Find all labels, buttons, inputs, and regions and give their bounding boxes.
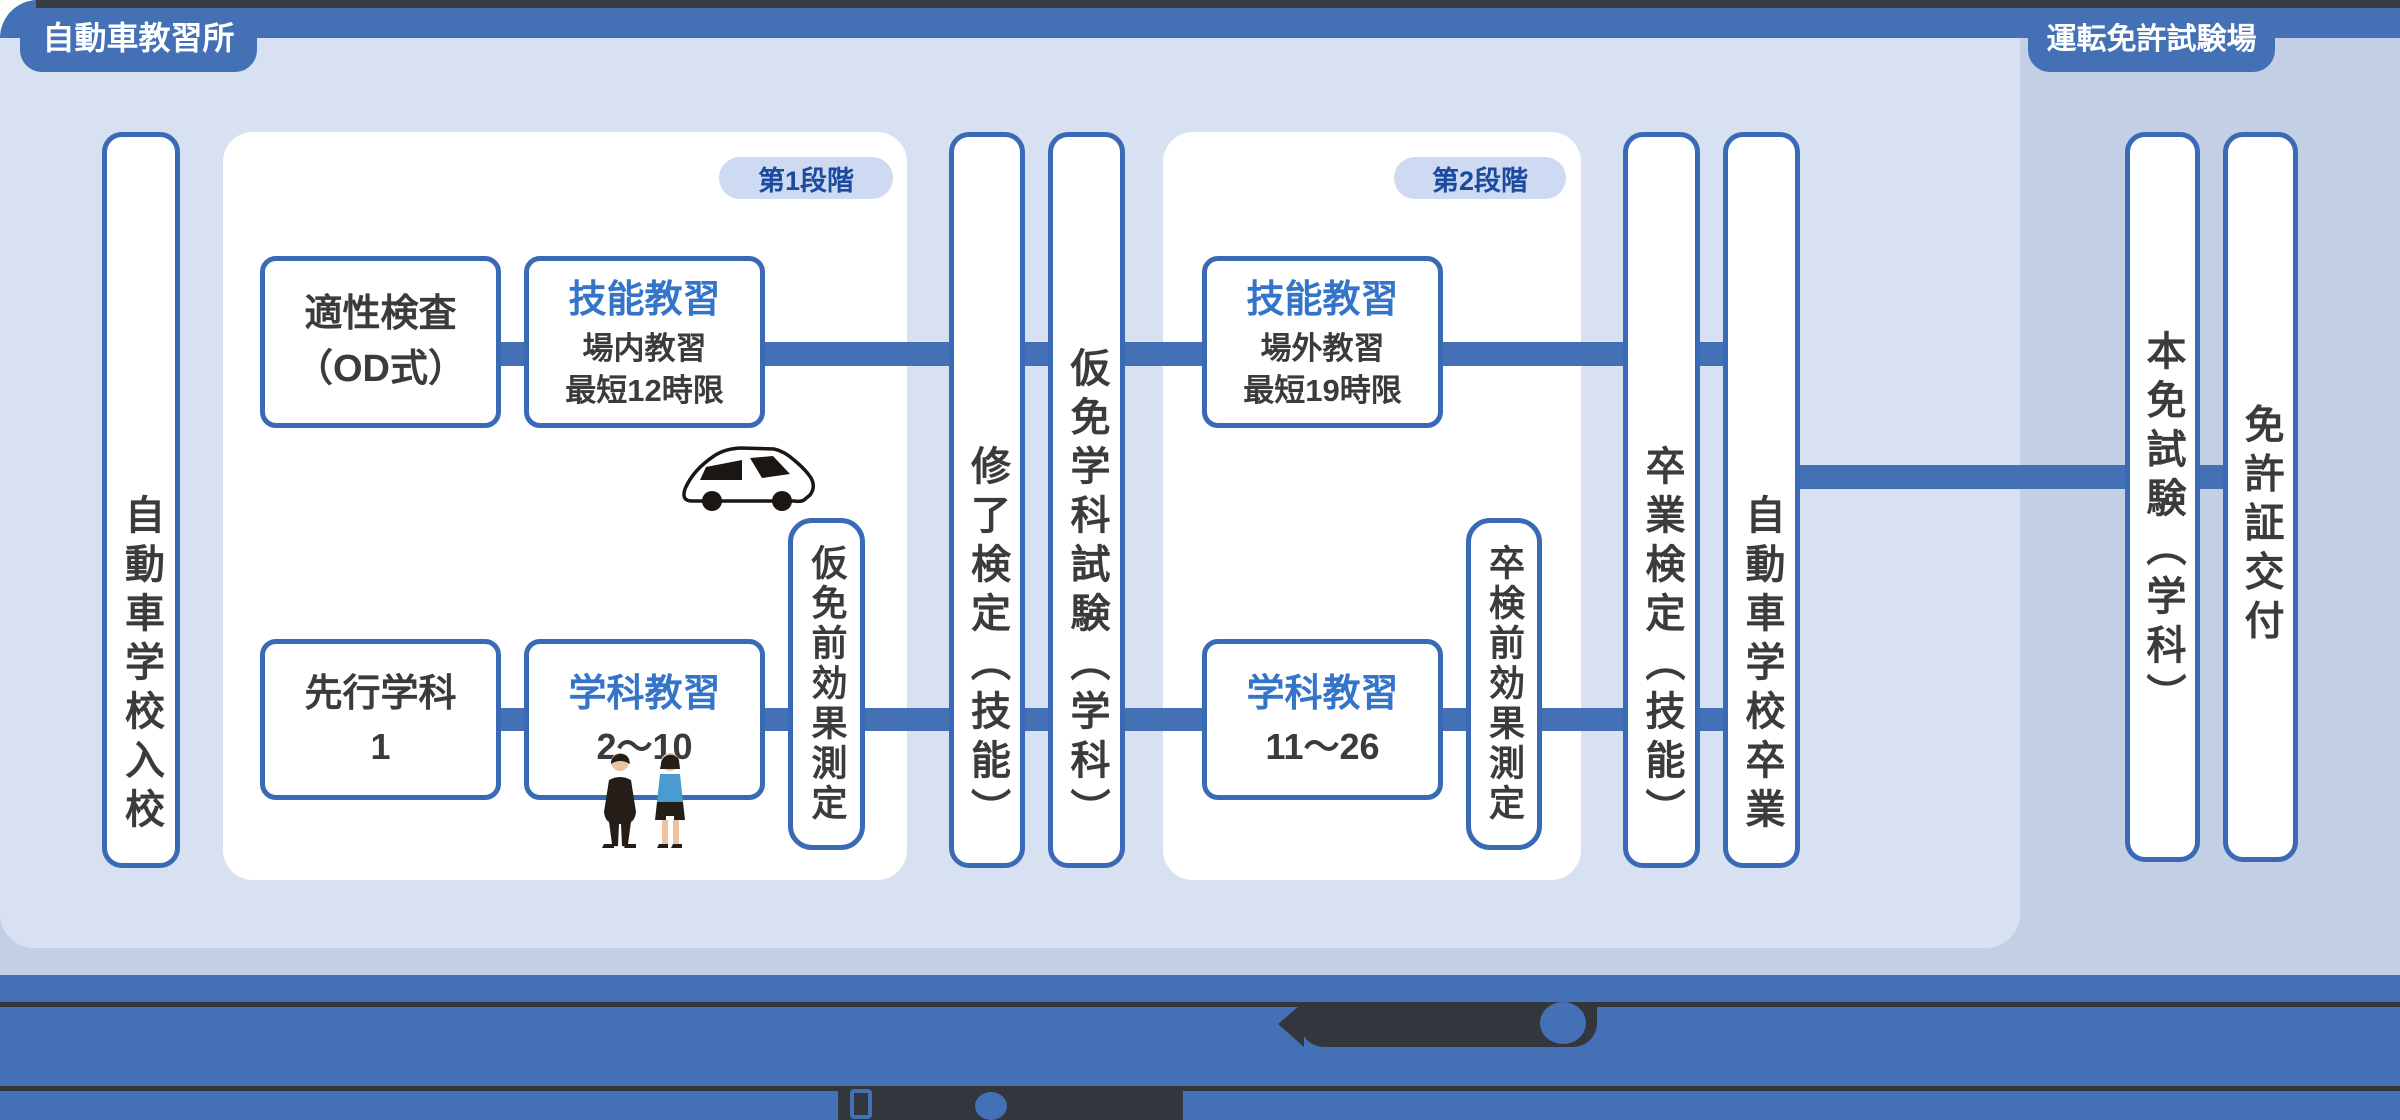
- skill-training2-line1: 場外教習: [1260, 330, 1385, 366]
- skill-training1-title: 技能教習: [568, 278, 721, 321]
- lecture2-title: 学科教習: [1246, 672, 1399, 715]
- step-school-graduation: 自動車学校卒業: [1723, 132, 1800, 868]
- step-provisional-written-test-label: 仮免学科試験（学科）: [1064, 347, 1109, 837]
- lecture1-title: 学科教習: [568, 672, 721, 715]
- step-graduation-test-label: 卒業検定（技能）: [1639, 445, 1684, 837]
- step-school-enrollment-label: 自動車学校入校: [119, 494, 163, 837]
- step-completion-test-label: 修了検定（技能）: [965, 445, 1009, 837]
- step-skill-training-stage2: 技能教習 場外教習 最短19時限: [1202, 256, 1443, 428]
- step-aptitude-test: 適性検査 （OD式）: [260, 256, 501, 428]
- clipped-rule-1: [0, 1002, 2400, 1007]
- step-lecture-stage2: 学科教習 11～26: [1202, 639, 1443, 800]
- step-final-written-exam: 本免試験（学科）: [2125, 132, 2200, 862]
- step-school-graduation-label: 自動車学校卒業: [1739, 494, 1784, 837]
- skill-training2-line2: 最短19時限: [1243, 372, 1402, 408]
- pre-permit-effect-test-label: 仮免前効果測定: [806, 544, 848, 824]
- clipped-rule-2: [0, 1086, 2400, 1091]
- person-icon: [655, 753, 685, 848]
- stage1-badge: 第1段階: [719, 157, 893, 199]
- step-lecture-stage1: 学科教習 2～10: [524, 639, 765, 800]
- students-icon: [598, 750, 698, 850]
- skill-training2-title: 技能教習: [1246, 278, 1399, 321]
- step-completion-test: 修了検定（技能）: [949, 132, 1025, 868]
- step-license-issuance-label: 免許証交付: [2238, 403, 2283, 649]
- step-advance-lecture: 先行学科 1: [260, 639, 501, 800]
- aptitude-test-line2: （OD式）: [294, 348, 466, 390]
- clipped-glyph-shape: [850, 1089, 872, 1119]
- lecture2-range: 11～26: [1265, 725, 1380, 767]
- clipped-top-edge: [36, 0, 2400, 8]
- skill-training1-line2: 最短12時限: [565, 372, 724, 408]
- advance-lecture-line1: 先行学科: [304, 672, 457, 715]
- step-pre-graduation-effect-test: 卒検前効果測定: [1466, 518, 1542, 850]
- step-provisional-written-test: 仮免学科試験（学科）: [1048, 132, 1125, 868]
- stage2-badge: 第2段階: [1394, 157, 1566, 199]
- step-license-issuance: 免許証交付: [2223, 132, 2298, 862]
- step-pre-permit-effect-test: 仮免前効果測定: [788, 518, 865, 850]
- footer-band: [0, 975, 2400, 1120]
- person-icon: [602, 753, 636, 848]
- aptitude-test-line1: 適性検査: [304, 292, 457, 335]
- tab-license-center: 運転免許試験場: [2028, 0, 2275, 72]
- car-icon: [676, 443, 822, 515]
- stage1-badge-label: 第1段階: [757, 165, 855, 196]
- step-school-enrollment: 自動車学校入校: [102, 132, 180, 868]
- pre-graduation-effect-test-label: 卒検前効果測定: [1484, 544, 1525, 824]
- step-skill-training-stage1: 技能教習 場内教習 最短12時限: [524, 256, 765, 428]
- tab-driving-school-label: 自動車教習所: [42, 20, 235, 56]
- clipped-content-shape: [838, 1086, 1183, 1120]
- skill-training1-line1: 場内教習: [582, 330, 707, 366]
- tab-driving-school: 自動車教習所: [20, 0, 257, 72]
- tab-license-center-label: 運転免許試験場: [2046, 23, 2257, 56]
- advance-lecture-line2: 1: [370, 725, 391, 767]
- stage2-badge-label: 第2段階: [1431, 165, 1529, 196]
- step-final-written-exam-label: 本免試験（学科）: [2140, 329, 2185, 722]
- step-graduation-test: 卒業検定（技能）: [1623, 132, 1700, 868]
- clipped-arrow-shape: [1278, 1002, 1304, 1047]
- clipped-circle-shape: [1540, 1002, 1586, 1044]
- clipped-circle-shape: [975, 1092, 1007, 1120]
